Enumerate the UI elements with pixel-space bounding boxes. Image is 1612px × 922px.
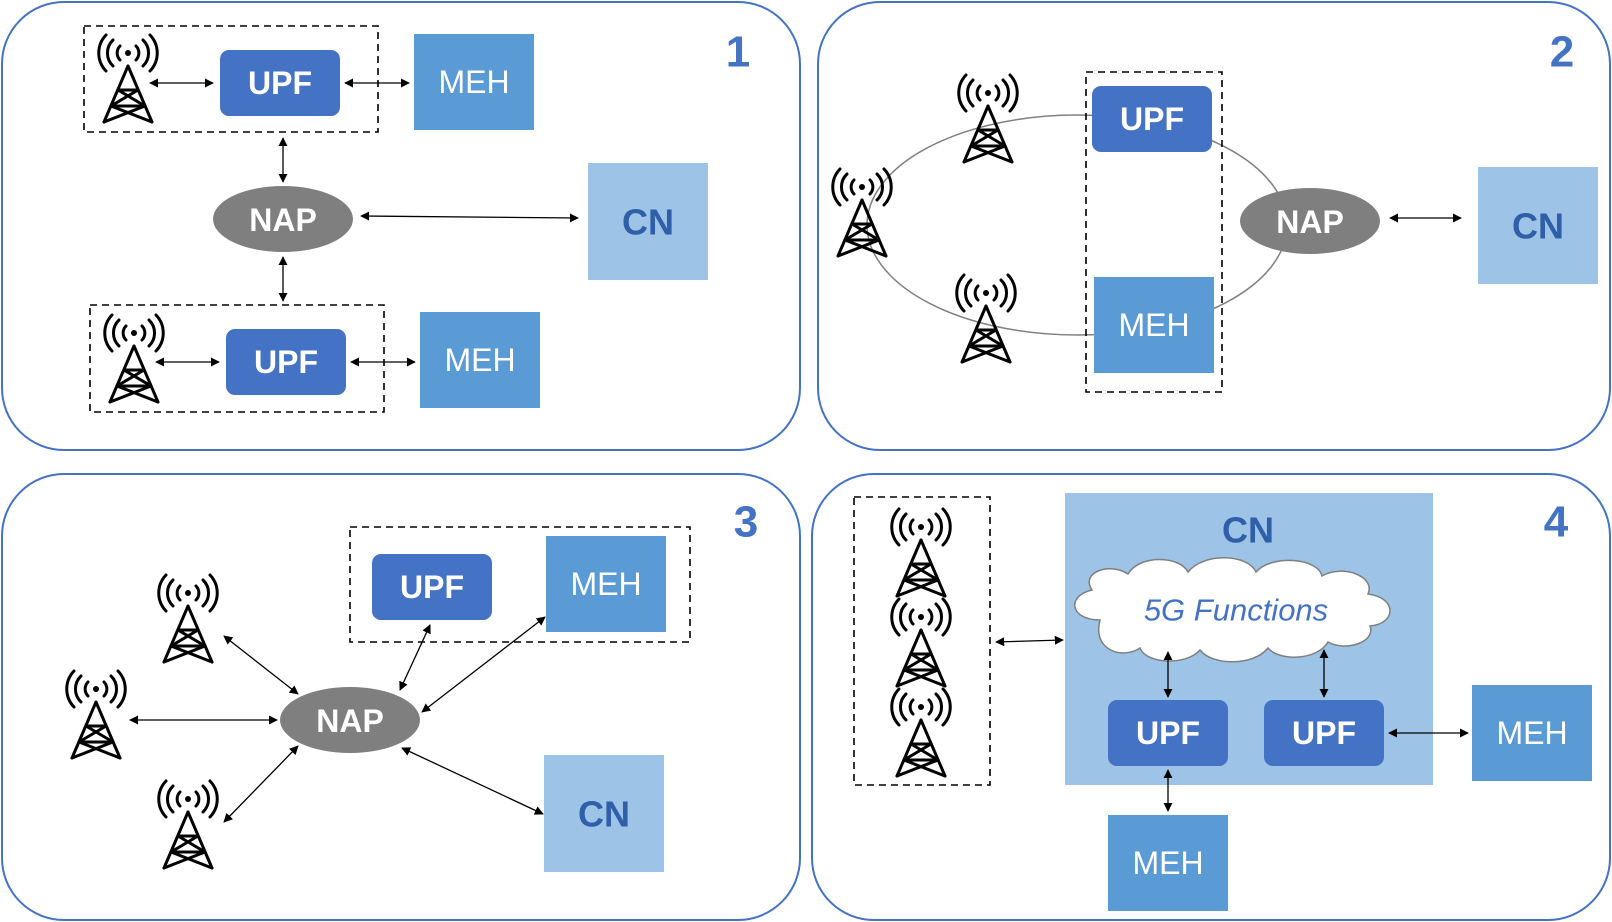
- panel-1-frame: [1, 1, 801, 451]
- nap-label: NAP: [249, 202, 317, 238]
- link-tower-nap: [223, 635, 299, 695]
- link-nap-meh: [421, 616, 546, 713]
- meh-box-right: [1472, 685, 1592, 781]
- cn-label: CN: [578, 794, 630, 835]
- nap-label: NAP: [316, 703, 384, 739]
- upf-box-right: [1264, 700, 1384, 766]
- upf-label: UPF: [248, 65, 312, 101]
- upf-label: UPF: [1292, 715, 1356, 751]
- meh-box-bottom: [420, 312, 540, 408]
- meh-box-bottom: [1108, 815, 1228, 911]
- upf-box-left: [1108, 700, 1228, 766]
- meh-box: [546, 536, 666, 632]
- ran-group: [853, 496, 991, 786]
- panel-2-frame: [817, 1, 1611, 451]
- link-nap-cn: [401, 747, 544, 815]
- nap-node: [1240, 188, 1380, 254]
- meh-label: MEH: [1132, 845, 1203, 881]
- panel-1: 1 UPF MEH NAP CN UPF MEH: [1, 1, 801, 451]
- cn-box: [588, 163, 708, 280]
- cloud-icon: [1074, 557, 1391, 663]
- meh-box-top: [414, 34, 534, 130]
- panel-2: 2 UPF MEH NAP CN: [817, 1, 1611, 451]
- panel-4: 4 CN 5G Functions UPF UPF MEH MEH: [811, 473, 1611, 921]
- panel-number: 1: [726, 28, 750, 77]
- upf-box-bottom: [226, 329, 346, 395]
- nap-node: [280, 687, 420, 753]
- meh-label: MEH: [444, 342, 515, 378]
- panel-3-frame: [1, 473, 801, 921]
- link-tower-nap: [223, 745, 299, 823]
- panel-3: 3 UPF MEH NAP CN: [1, 473, 801, 921]
- ran-group-bottom: [89, 304, 385, 413]
- meh-label: MEH: [1118, 307, 1189, 343]
- panel-number: 2: [1550, 28, 1574, 77]
- cn-label: CN: [622, 202, 674, 243]
- upf-box: [1092, 86, 1212, 152]
- upf-label: UPF: [1120, 101, 1184, 137]
- upf-label: UPF: [254, 344, 318, 380]
- cn-label: CN: [1222, 510, 1274, 551]
- nap-node: [213, 186, 353, 252]
- meh-box: [1094, 277, 1214, 373]
- nap-label: NAP: [1276, 204, 1344, 240]
- meh-label: MEH: [1496, 715, 1567, 751]
- panel-number: 3: [734, 498, 758, 547]
- upf-label: UPF: [400, 569, 464, 605]
- upf-box: [372, 554, 492, 620]
- meh-label: MEH: [570, 566, 641, 602]
- upf-label: UPF: [1136, 715, 1200, 751]
- ran-group-top: [83, 25, 379, 133]
- link-nap-cn: [360, 211, 579, 223]
- 5g-functions-label: 5G Functions: [1144, 593, 1328, 628]
- panel-number: 4: [1544, 498, 1569, 547]
- cn-box: [544, 755, 664, 872]
- link-ran-cn: [995, 635, 1064, 647]
- cn-label: CN: [1512, 206, 1564, 247]
- cn-box: [1478, 167, 1598, 284]
- upf-box-top: [220, 50, 340, 116]
- meh-label: MEH: [438, 64, 509, 100]
